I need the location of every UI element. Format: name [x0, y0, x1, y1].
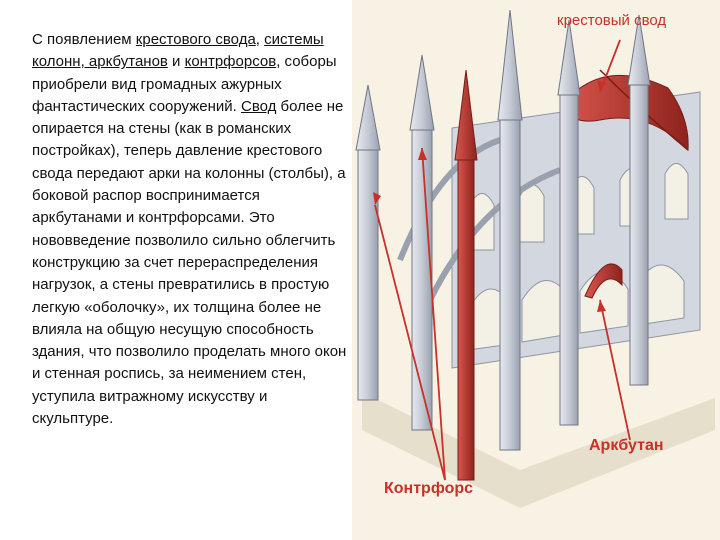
term-buttresses: контрфорсов	[184, 53, 277, 71]
term-vault: Свод	[240, 97, 277, 115]
label-flying-buttress: Аркбутан	[589, 437, 664, 454]
term-column-system: системы колонн, аркбутанов	[32, 31, 324, 71]
flying-buttress-highlight	[584, 263, 623, 299]
cathedral-illustration	[355, 9, 715, 508]
paragraph-text: , соборы приобрели вид громадных ажурных…	[32, 53, 337, 115]
label-buttress: Контрфорс	[384, 480, 474, 497]
pinnacles	[355, 9, 651, 151]
text-panel	[0, 0, 352, 540]
buttress-piers	[357, 84, 649, 451]
term-cross-vault: крестового свода	[135, 31, 256, 48]
ground-shadow	[362, 392, 715, 508]
label-cross-vault: крестовый свод	[557, 12, 667, 29]
paragraph-text: более не опирается на стены (как в роман…	[32, 97, 347, 428]
buttress-highlight	[457, 159, 475, 481]
buttress-highlight-pinnacle	[454, 69, 478, 161]
body-paragraph: С появлением крестового свода, системы к…	[32, 29, 350, 430]
arrowheads	[373, 80, 606, 312]
label-arrows	[374, 39, 631, 481]
separator-text: и	[167, 53, 185, 71]
intro-text: С появлением	[32, 31, 136, 48]
separator-text: ,	[255, 31, 265, 48]
flying-buttresses	[397, 137, 562, 302]
